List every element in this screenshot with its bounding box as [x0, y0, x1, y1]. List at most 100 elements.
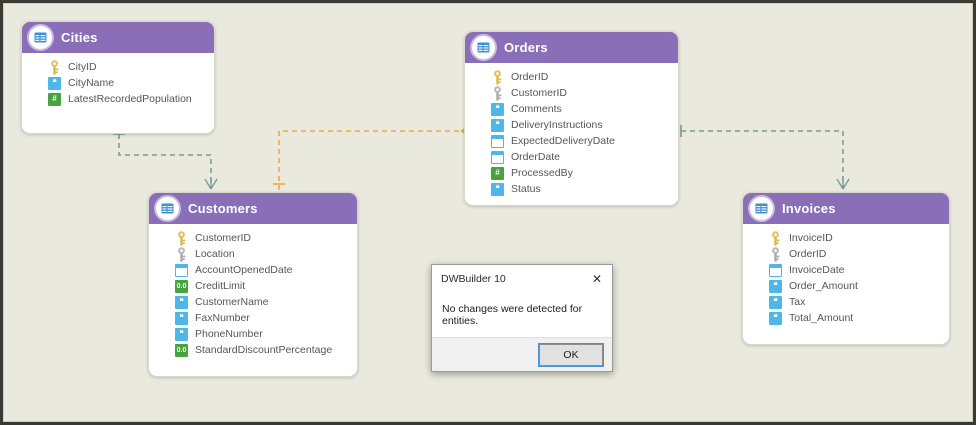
field-row[interactable]: # LatestRecordedPopulation: [22, 91, 214, 107]
date-icon: [491, 150, 504, 164]
primary-key-icon: [491, 69, 504, 85]
table-icon: [472, 36, 495, 59]
field-row[interactable]: CustomerID: [465, 85, 678, 101]
field-name: Tax: [789, 296, 806, 308]
field-row[interactable]: ❝ Comments: [465, 101, 678, 117]
string-icon: ❝: [769, 311, 782, 325]
field-row[interactable]: ❝ PhoneNumber: [149, 326, 357, 342]
entity-fields: OrderID CustomerID ❝ Comments ❝ DeliveryInstr…: [465, 63, 678, 205]
foreign-key-icon: [491, 85, 504, 101]
field-row[interactable]: OrderDate: [465, 149, 678, 165]
primary-key-icon: [769, 230, 782, 246]
entity-header[interactable]: Orders: [465, 32, 678, 63]
field-name: CustomerID: [511, 87, 568, 99]
field-name: StandardDiscountPercentage: [195, 344, 333, 356]
field-row[interactable]: ❝ FaxNumber: [149, 310, 357, 326]
string-icon: ❝: [769, 295, 782, 309]
dialog-message: No changes were detected for entities.: [442, 302, 583, 327]
field-row[interactable]: OrderID: [465, 69, 678, 85]
entity-title: Orders: [504, 40, 548, 55]
field-row[interactable]: Location: [149, 246, 357, 262]
date-icon: [769, 263, 782, 277]
field-row[interactable]: AccountOpenedDate: [149, 262, 357, 278]
field-name: FaxNumber: [195, 312, 250, 324]
field-name: CityID: [68, 61, 97, 73]
entity-title: Cities: [61, 30, 98, 45]
foreign-key-icon: [175, 246, 188, 262]
field-name: CustomerName: [195, 296, 269, 308]
field-row[interactable]: OrderID: [743, 246, 949, 262]
ok-button[interactable]: OK: [538, 342, 604, 367]
entity-fields: InvoiceID OrderID InvoiceDate ❝ Order_Amount…: [743, 224, 949, 335]
field-name: DeliveryInstructions: [511, 119, 603, 131]
primary-key-icon: [175, 230, 188, 246]
entity-title: Invoices: [782, 201, 836, 216]
field-name: Total_Amount: [789, 312, 854, 324]
field-name: LatestRecordedPopulation: [68, 93, 192, 105]
field-row[interactable]: ❝ Tax: [743, 294, 949, 310]
field-row[interactable]: ❝ Status: [465, 181, 678, 197]
field-name: Comments: [511, 103, 562, 115]
dialog-title: DWBuilder 10: [441, 272, 506, 285]
date-icon: [491, 134, 504, 148]
field-name: InvoiceID: [789, 232, 833, 244]
field-name: CreditLimit: [195, 280, 246, 292]
relationship-customers-to-orders: [273, 124, 472, 190]
field-row[interactable]: CustomerID: [149, 230, 357, 246]
field-name: CustomerID: [195, 232, 252, 244]
field-row[interactable]: 0.0 StandardDiscountPercentage: [149, 342, 357, 358]
field-row[interactable]: InvoiceDate: [743, 262, 949, 278]
entity-fields: CityID ❝CityName# LatestRecordedPopulation: [22, 53, 214, 116]
string-icon: ❝: [175, 327, 188, 341]
field-row[interactable]: ❝ Total_Amount: [743, 310, 949, 326]
entity-title: Customers: [188, 201, 258, 216]
string-icon: ❝: [175, 311, 188, 325]
table-icon: [750, 197, 773, 220]
dialog-footer: OK: [432, 337, 612, 371]
field-row[interactable]: 0.0 CreditLimit: [149, 278, 357, 294]
field-name: Order_Amount: [789, 280, 858, 292]
decimal-icon: 0.0: [175, 279, 188, 293]
string-icon: ❝: [491, 118, 504, 132]
entity-header[interactable]: Invoices: [743, 193, 949, 224]
field-row[interactable]: ❝CityName: [22, 75, 214, 91]
field-name: OrderID: [789, 248, 827, 260]
table-icon: [29, 26, 52, 49]
entity-header[interactable]: Customers: [149, 193, 357, 224]
field-row[interactable]: CityID: [22, 59, 214, 75]
field-name: Location: [195, 248, 235, 260]
field-row[interactable]: ExpectedDeliveryDate: [465, 133, 678, 149]
string-icon: ❝: [491, 102, 504, 116]
field-name: Status: [511, 183, 541, 195]
field-name: AccountOpenedDate: [195, 264, 293, 276]
field-row[interactable]: ❝CustomerName: [149, 294, 357, 310]
field-row[interactable]: ❝ DeliveryInstructions: [465, 117, 678, 133]
string-icon: ❝: [769, 279, 782, 293]
foreign-key-icon: [769, 246, 782, 262]
close-icon[interactable]: ✕: [591, 271, 603, 286]
dwbuilder-dialog[interactable]: DWBuilder 10 ✕ No changes were detected …: [431, 264, 613, 372]
field-row[interactable]: #ProcessedBy: [465, 165, 678, 181]
field-row[interactable]: ❝ Order_Amount: [743, 278, 949, 294]
relationship-orders-to-invoices: [680, 125, 850, 190]
field-name: InvoiceDate: [789, 264, 845, 276]
integer-icon: #: [491, 166, 504, 180]
field-row[interactable]: InvoiceID: [743, 230, 949, 246]
field-name: OrderDate: [511, 151, 561, 163]
primary-key-icon: [48, 59, 61, 75]
field-name: PhoneNumber: [195, 328, 263, 340]
field-name: OrderID: [511, 71, 549, 83]
string-icon: ❝: [491, 182, 504, 196]
integer-icon: #: [48, 92, 61, 106]
decimal-icon: 0.0: [175, 343, 188, 357]
table-icon: [156, 197, 179, 220]
field-name: ExpectedDeliveryDate: [511, 135, 615, 147]
field-name: CityName: [68, 77, 115, 89]
entity-header[interactable]: Cities: [22, 22, 214, 53]
